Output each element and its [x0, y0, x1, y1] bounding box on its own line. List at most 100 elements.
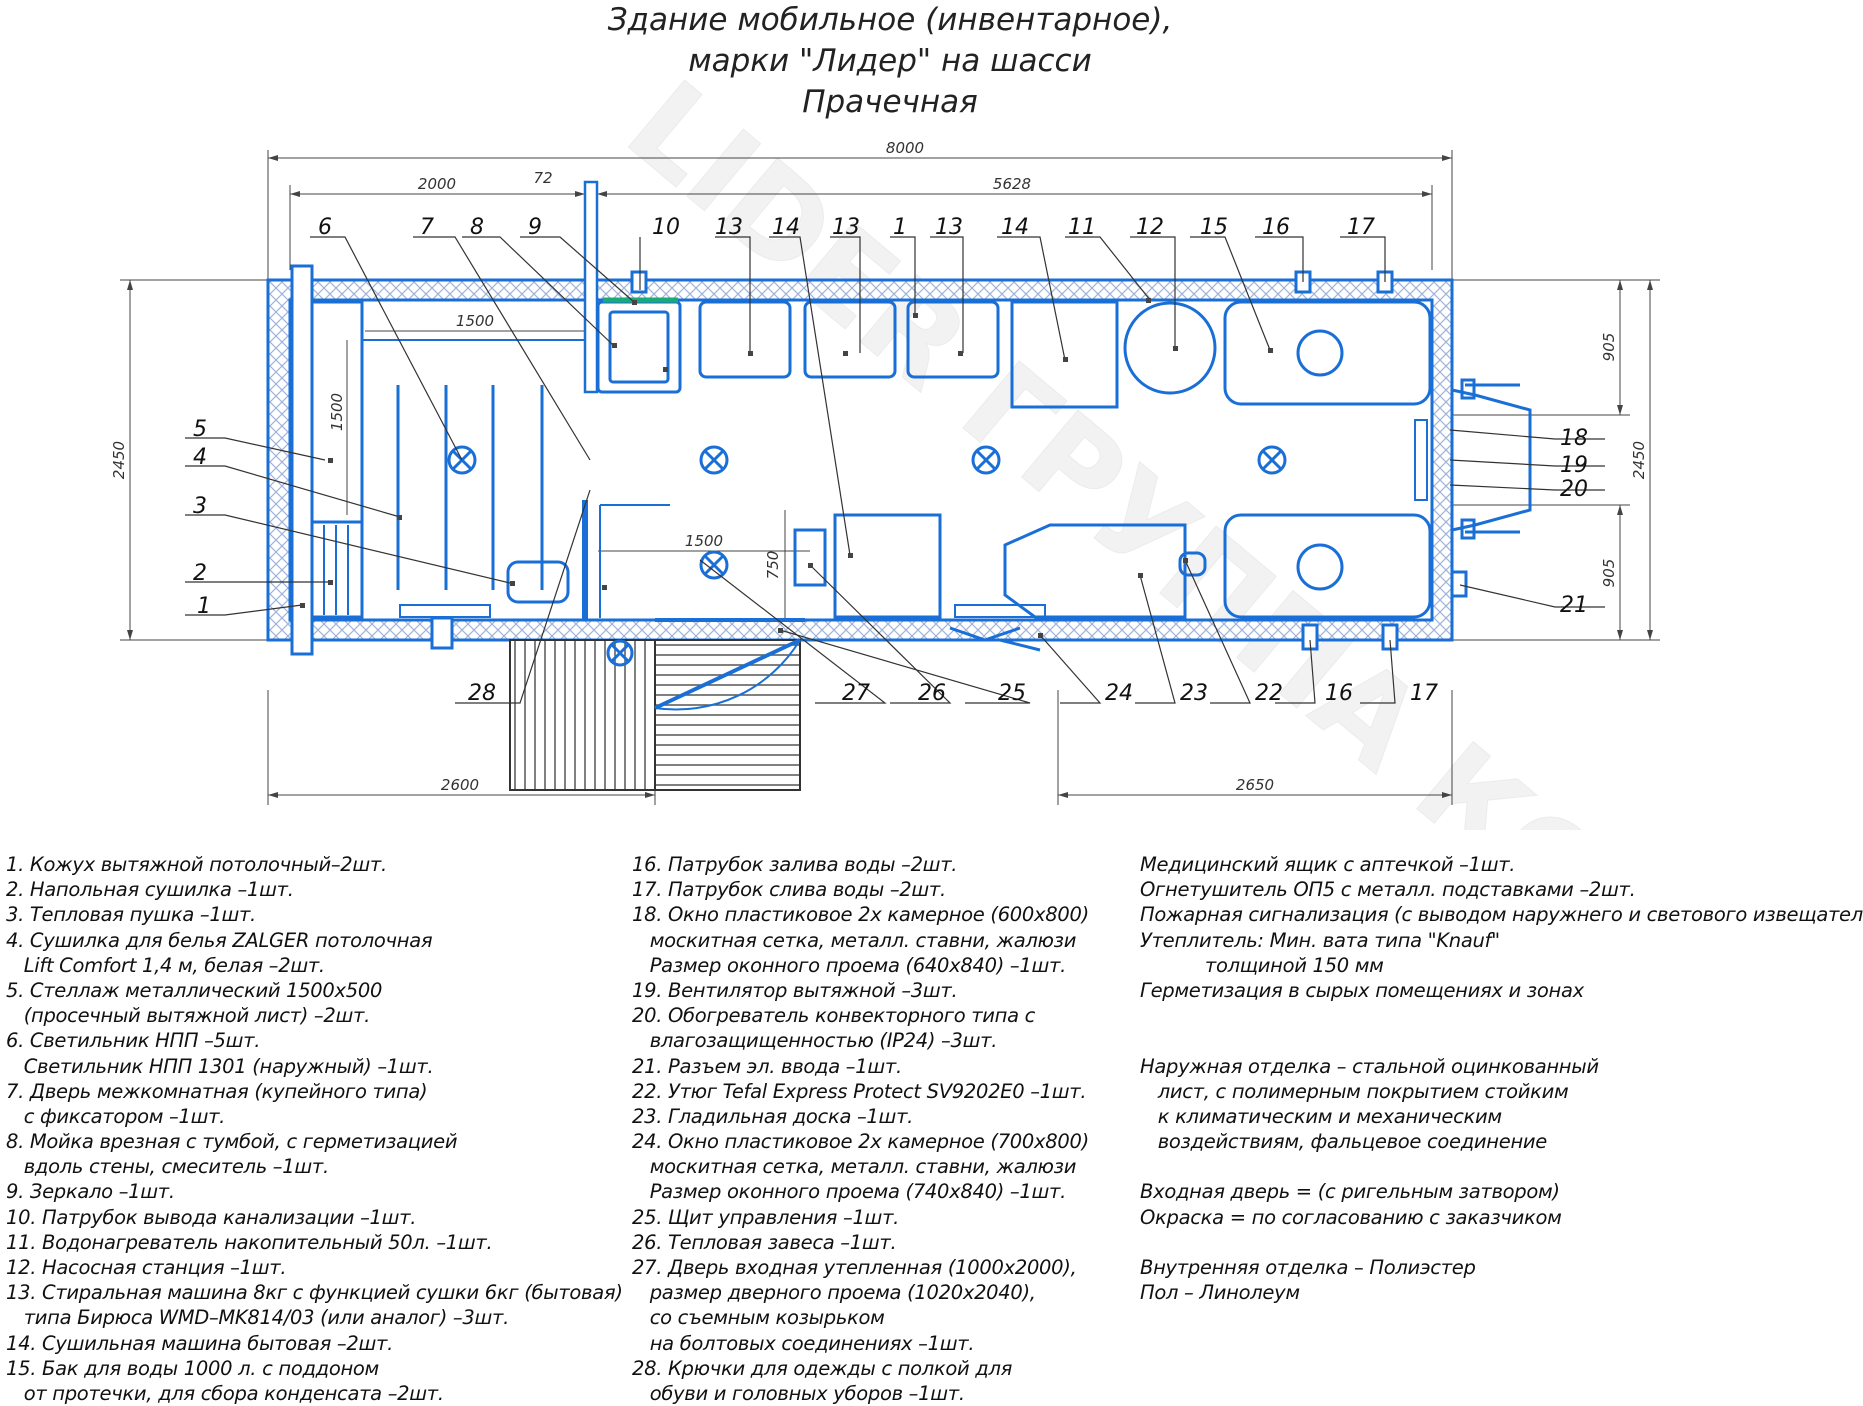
callout-right: 18	[1560, 426, 1588, 451]
callout-top: 14	[772, 215, 800, 240]
heat-curtain	[793, 528, 827, 587]
callout-top: 7	[420, 215, 434, 240]
legend-line: 8. Мойка врезная с тумбой, с герметизаци…	[6, 1130, 458, 1154]
lamp-3	[971, 445, 1001, 475]
legend-line: 3. Тепловая пушка –1шт.	[6, 903, 256, 927]
legend-line: (просечный вытяжной лист) –2шт.	[6, 1004, 371, 1028]
legend-line: 20. Обогреватель конвекторного типа с	[632, 1004, 1036, 1028]
legend-line: 15. Бак для воды 1000 л. с поддоном	[6, 1356, 379, 1380]
legend-line: 2. Напольная сушилка –1шт.	[6, 878, 294, 902]
callout-right: 20	[1560, 477, 1588, 502]
insulated-wall	[266, 278, 1454, 642]
callout-left: 4	[193, 445, 207, 470]
equipment	[310, 297, 1432, 622]
legend-column-1: 1. Кожух вытяжной потолочный–2шт.2. Напо…	[6, 852, 623, 1406]
legend-line: к климатическим и механическим	[1140, 1104, 1502, 1128]
callout-top: 12	[1136, 215, 1164, 240]
legend-line: 19. Вентилятор вытяжной –3шт.	[632, 978, 958, 1002]
legend-column-3: Медицинский ящик с аптечкой –1шт.Огнетуш…	[1140, 852, 1863, 1305]
sink-bowl	[608, 310, 670, 384]
callout-left: 3	[193, 494, 207, 519]
legend-line: 17. Патрубок слива воды –2шт.	[632, 878, 946, 902]
washer-3	[906, 300, 1000, 379]
callout-top: 15	[1200, 215, 1228, 240]
legend-line: 21. Разъем эл. ввода –1шт.	[632, 1054, 902, 1078]
partition-wall	[583, 180, 599, 394]
legend-line: москитная сетка, металл. ставни, жалюзи	[632, 928, 1077, 952]
window-bottom-left	[399, 604, 491, 618]
dim-porch-right: 2650	[1236, 776, 1274, 794]
callout-bottom: 23	[1180, 681, 1208, 706]
legend-line: лист, с полимерным покрытием стойким	[1140, 1079, 1569, 1103]
left-end-post	[290, 264, 314, 656]
porch-stairs-left	[509, 639, 656, 791]
legend-line: 12. Насосная станция –1шт.	[6, 1256, 287, 1279]
callout-top: 8	[470, 215, 484, 240]
callout-bottom: 17	[1410, 681, 1438, 706]
legend-line: со съемным козырьком	[632, 1306, 885, 1330]
callout-top: 14	[1001, 215, 1029, 240]
callout-top: 16	[1262, 215, 1290, 240]
dryer-1	[1010, 300, 1119, 409]
legend-line: Наружная отделка – стальной оцинкованный	[1140, 1054, 1599, 1078]
dim-middle-length: 1500	[685, 532, 723, 550]
callout-top: 11	[1068, 215, 1096, 240]
legend-line: 13. Стиральная машина 8кг с функцией суш…	[6, 1281, 623, 1305]
legend-line: 14. Сушильная машина бытовая –2шт.	[6, 1331, 393, 1355]
dim-top-right-905: 905	[1600, 333, 1618, 362]
legend-line	[1140, 1028, 1863, 1053]
right-window-shutters	[1450, 378, 1532, 598]
legend-line: 7. Дверь межкомнатная (купейного типа)	[6, 1079, 428, 1103]
legend-line: 22. Утюг Tefal Express Protect SV9202E0 …	[632, 1079, 1087, 1103]
floor-plan: LIDER ГРУППА КОМПАНИЙ 8000 2000	[110, 54, 1863, 830]
legend-line: Внутренняя отделка – Полиэстер	[1140, 1256, 1476, 1279]
dim-shelf-vertical: 1500	[328, 393, 346, 431]
legend-line: 9. Зеркало –1шт.	[6, 1180, 175, 1204]
legend-line: 16. Патрубок залива воды –2шт.	[632, 853, 958, 876]
callout-bottom: 25	[998, 681, 1026, 706]
title-line-1: Здание мобильное (инвентарное),	[607, 2, 1173, 38]
legend-line: 1. Кожух вытяжной потолочный–2шт.	[6, 853, 387, 876]
legend-line: 27. Дверь входная утепленная (1000х2000)…	[632, 1256, 1077, 1279]
callout-top: 10	[652, 215, 680, 240]
title-line-2: марки "Лидер" на шасси	[688, 43, 1092, 79]
legend-line: 26. Тепловая завеса –1шт.	[632, 1230, 897, 1254]
washer-2	[803, 300, 897, 379]
title-line-3: Прачечная	[802, 84, 978, 120]
dryer-2	[833, 513, 942, 619]
legend-line: с фиксатором –1шт.	[6, 1104, 226, 1128]
markers	[300, 298, 1273, 638]
legend-line: Медицинский ящик с аптечкой –1шт.	[1140, 853, 1516, 876]
legend-line	[1140, 1003, 1863, 1028]
callout-top: 17	[1347, 215, 1375, 240]
dim-width-right: 2450	[1630, 441, 1648, 479]
door-handle-icon	[606, 639, 634, 667]
legend-line: на болтовых соединениях –1шт.	[632, 1331, 975, 1355]
legend-line: 5. Стеллаж металлический 1500х500	[6, 978, 383, 1002]
legend-line: влагозащищенностью (IP24) –3шт.	[632, 1029, 998, 1053]
legend-line: воздействиям, фальцевое соединение	[1140, 1130, 1548, 1154]
window-right	[1414, 419, 1428, 501]
drawing-title: Здание мобильное (инвентарное), марки "Л…	[0, 0, 1780, 123]
water-tank-bottom	[1223, 513, 1432, 619]
legend-line: 28. Крючки для одежды с полкой для	[632, 1356, 1013, 1380]
callout-right: 19	[1560, 453, 1588, 478]
floor-dryer	[310, 520, 364, 619]
water-tank-top	[1223, 300, 1432, 406]
dim-partition: 72	[533, 169, 552, 187]
legend-line: 25. Щит управления –1шт.	[632, 1205, 900, 1229]
callout-top: 1	[893, 215, 907, 240]
legend-line: 23. Гладильная доска –1шт.	[632, 1104, 914, 1128]
legend-line: 11. Водонагреватель накопительный 50л. –…	[6, 1230, 493, 1254]
legend-line	[1140, 1230, 1863, 1255]
legend-line: Окраска = по согласованию с заказчиком	[1140, 1205, 1562, 1229]
legend-line: размер дверного проема (1020х2040),	[632, 1281, 1036, 1305]
callout-left: 1	[197, 594, 211, 619]
dim-width-left: 2450	[110, 441, 128, 479]
callouts: 6 7 8 9 10 13 14 13 1 13 14 11 12 15 16 …	[193, 215, 1588, 706]
legend-line: 10. Патрубок вывода канализации –1шт.	[6, 1205, 417, 1229]
lamp-4	[1257, 445, 1287, 475]
callout-top: 13	[935, 215, 963, 240]
dim-porch-left: 2600	[441, 776, 479, 794]
legend-line: москитная сетка, металл. ставни, жалюзи	[632, 1155, 1077, 1179]
